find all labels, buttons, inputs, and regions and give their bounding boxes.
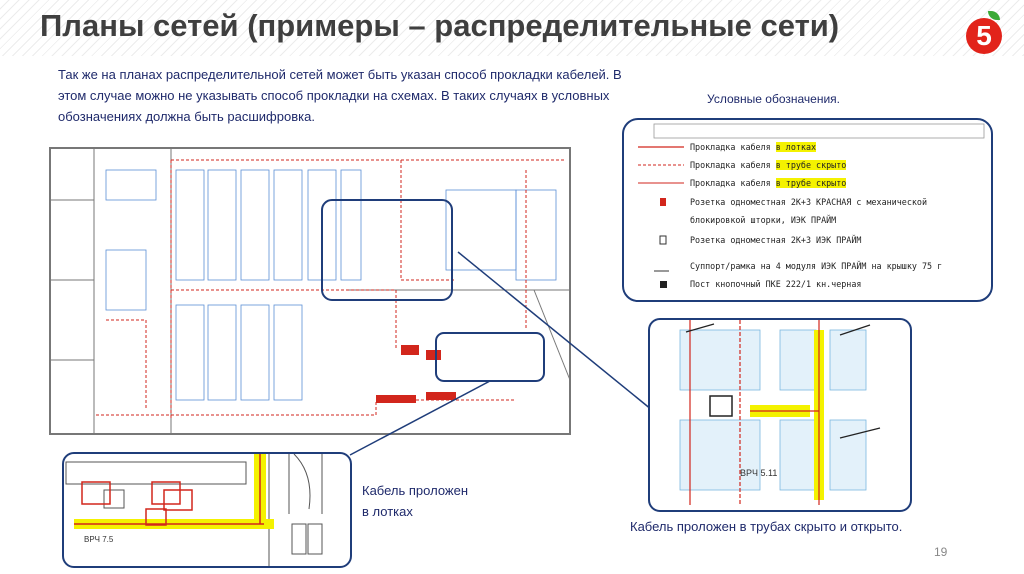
legend-row-button-post: Пост кнопочный ПКЕ 222/1 кн.черная [690, 279, 862, 289]
intro-text: Так же на планах распределительной сетей… [58, 67, 622, 124]
legend-row-text: Прокладка кабеля [690, 142, 776, 152]
legend-row-pipe-hidden: Прокладка кабеля в трубе скрыто [690, 160, 847, 170]
trays-caption-line1: Кабель проложен [362, 483, 469, 498]
brand-logo: 5 [966, 11, 1002, 54]
pipes-zoom-panel: ВРЧ 5.11 [648, 318, 912, 512]
legend-row-support: Суппорт/рамка на 4 модуля ИЭК ПРАЙМ на к… [690, 261, 943, 271]
legend-row-socket-red-cont: блокировкой шторки, ИЭК ПРАЙМ [690, 215, 837, 225]
legend-row-pipe-open: Прокладка кабеля в трубе скрыто [690, 178, 847, 188]
page-title: Планы сетей (примеры – распределительные… [40, 8, 840, 43]
pipes-label: ВРЧ 5.11 [740, 468, 777, 478]
trays-caption-line2: в лотках [362, 504, 413, 519]
leaf-icon [988, 11, 1000, 20]
legend-row-socket-red: Розетка одноместная 2К+З КРАСНАЯ с механ… [690, 197, 927, 207]
logo-text: 5 [976, 20, 992, 51]
legend-row-highlight: в лотках [775, 142, 817, 152]
trays-zoom-panel: ВРЧ 7.5 [62, 452, 352, 568]
floor-plan-drawing [49, 147, 571, 435]
trays-caption: Кабель проложен в лотках [362, 480, 468, 522]
header-background [0, 0, 1024, 56]
legend-symbols [638, 123, 985, 288]
pipes-zoom-drawing: ВРЧ 5.11 [679, 320, 881, 505]
legend-row-text: Прокладка кабеля [690, 178, 776, 188]
legend-panel: Прокладка кабеля в лотках Прокладка кабе… [622, 118, 993, 302]
trays-label: ВРЧ 7.5 [84, 535, 114, 544]
legend-row-highlight: в трубе скрыто [775, 178, 847, 188]
legend-row-highlight: в трубе скрыто [775, 160, 847, 170]
legend-row-text: Прокладка кабеля [690, 160, 776, 170]
legend-row-tray: Прокладка кабеля в лотках [690, 142, 817, 152]
pipes-caption: Кабель проложен в трубах скрыто и открыт… [630, 519, 903, 534]
legend-caption: Условные обозначения. [707, 92, 840, 106]
trays-zoom-drawing: ВРЧ 7.5 [65, 454, 323, 566]
page-number: 19 [934, 545, 948, 559]
legend-row-socket: Розетка одноместная 2К+З ИЭК ПРАЙМ [690, 235, 862, 245]
